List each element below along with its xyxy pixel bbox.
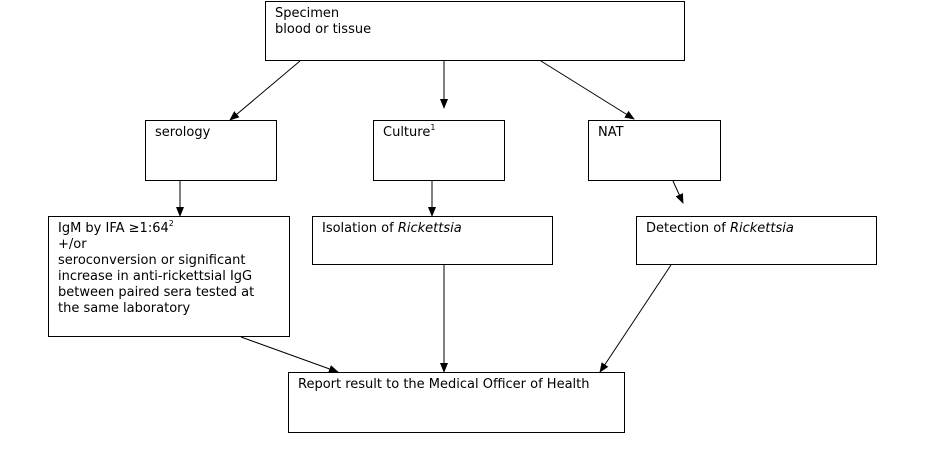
detection-organism: Rickettsia (729, 221, 794, 236)
igm-line3: seroconversion or significant (58, 253, 246, 268)
igm-line2: +/or (58, 237, 87, 252)
nat-label: NAT (598, 125, 624, 140)
culture-label: Culture (383, 125, 431, 140)
nat-box: NAT (588, 120, 721, 181)
report-label: Report result to the Medical Officer of … (298, 377, 590, 392)
culture-footnote: 1 (430, 122, 436, 132)
isolation-prefix: Isolation of (322, 221, 398, 236)
culture-label-line: Culture1 (383, 122, 495, 141)
specimen-title: Specimen (275, 6, 340, 21)
igm-line1: IgM by IFA ≥1:642 (58, 218, 280, 237)
arrow-nat-to-detection (672, 180, 684, 204)
isolation-organism: Rickettsia (397, 221, 462, 236)
detection-label: Detection of Rickettsia (646, 221, 867, 237)
isolation-box: Isolation of Rickettsia (312, 216, 553, 265)
serology-label: serology (155, 125, 211, 140)
igm-line5: between paired sera tested at (58, 285, 255, 300)
igm-line1-prefix: IgM by IFA ≥1:64 (58, 221, 169, 236)
report-box: Report result to the Medical Officer of … (288, 372, 625, 433)
isolation-label: Isolation of Rickettsia (322, 221, 543, 237)
arrow-igm-to-report (240, 336, 339, 373)
arrow-specimen-to-nat (540, 60, 635, 120)
igm-box: IgM by IFA ≥1:642 +/or seroconversion or… (48, 216, 290, 337)
igm-footnote: 2 (168, 218, 174, 228)
culture-box: Culture1 (373, 120, 505, 181)
specimen-box: Specimen blood or tissue (265, 1, 685, 61)
arrow-specimen-to-serology (229, 60, 301, 121)
detection-prefix: Detection of (646, 221, 730, 236)
specimen-subtitle: blood or tissue (275, 22, 372, 37)
igm-line6: the same laboratory (58, 301, 191, 316)
detection-box: Detection of Rickettsia (636, 216, 877, 265)
igm-line4: increase in anti-rickettsial IgG (58, 269, 253, 284)
arrow-detection-to-report (599, 264, 672, 373)
serology-box: serology (145, 120, 277, 181)
